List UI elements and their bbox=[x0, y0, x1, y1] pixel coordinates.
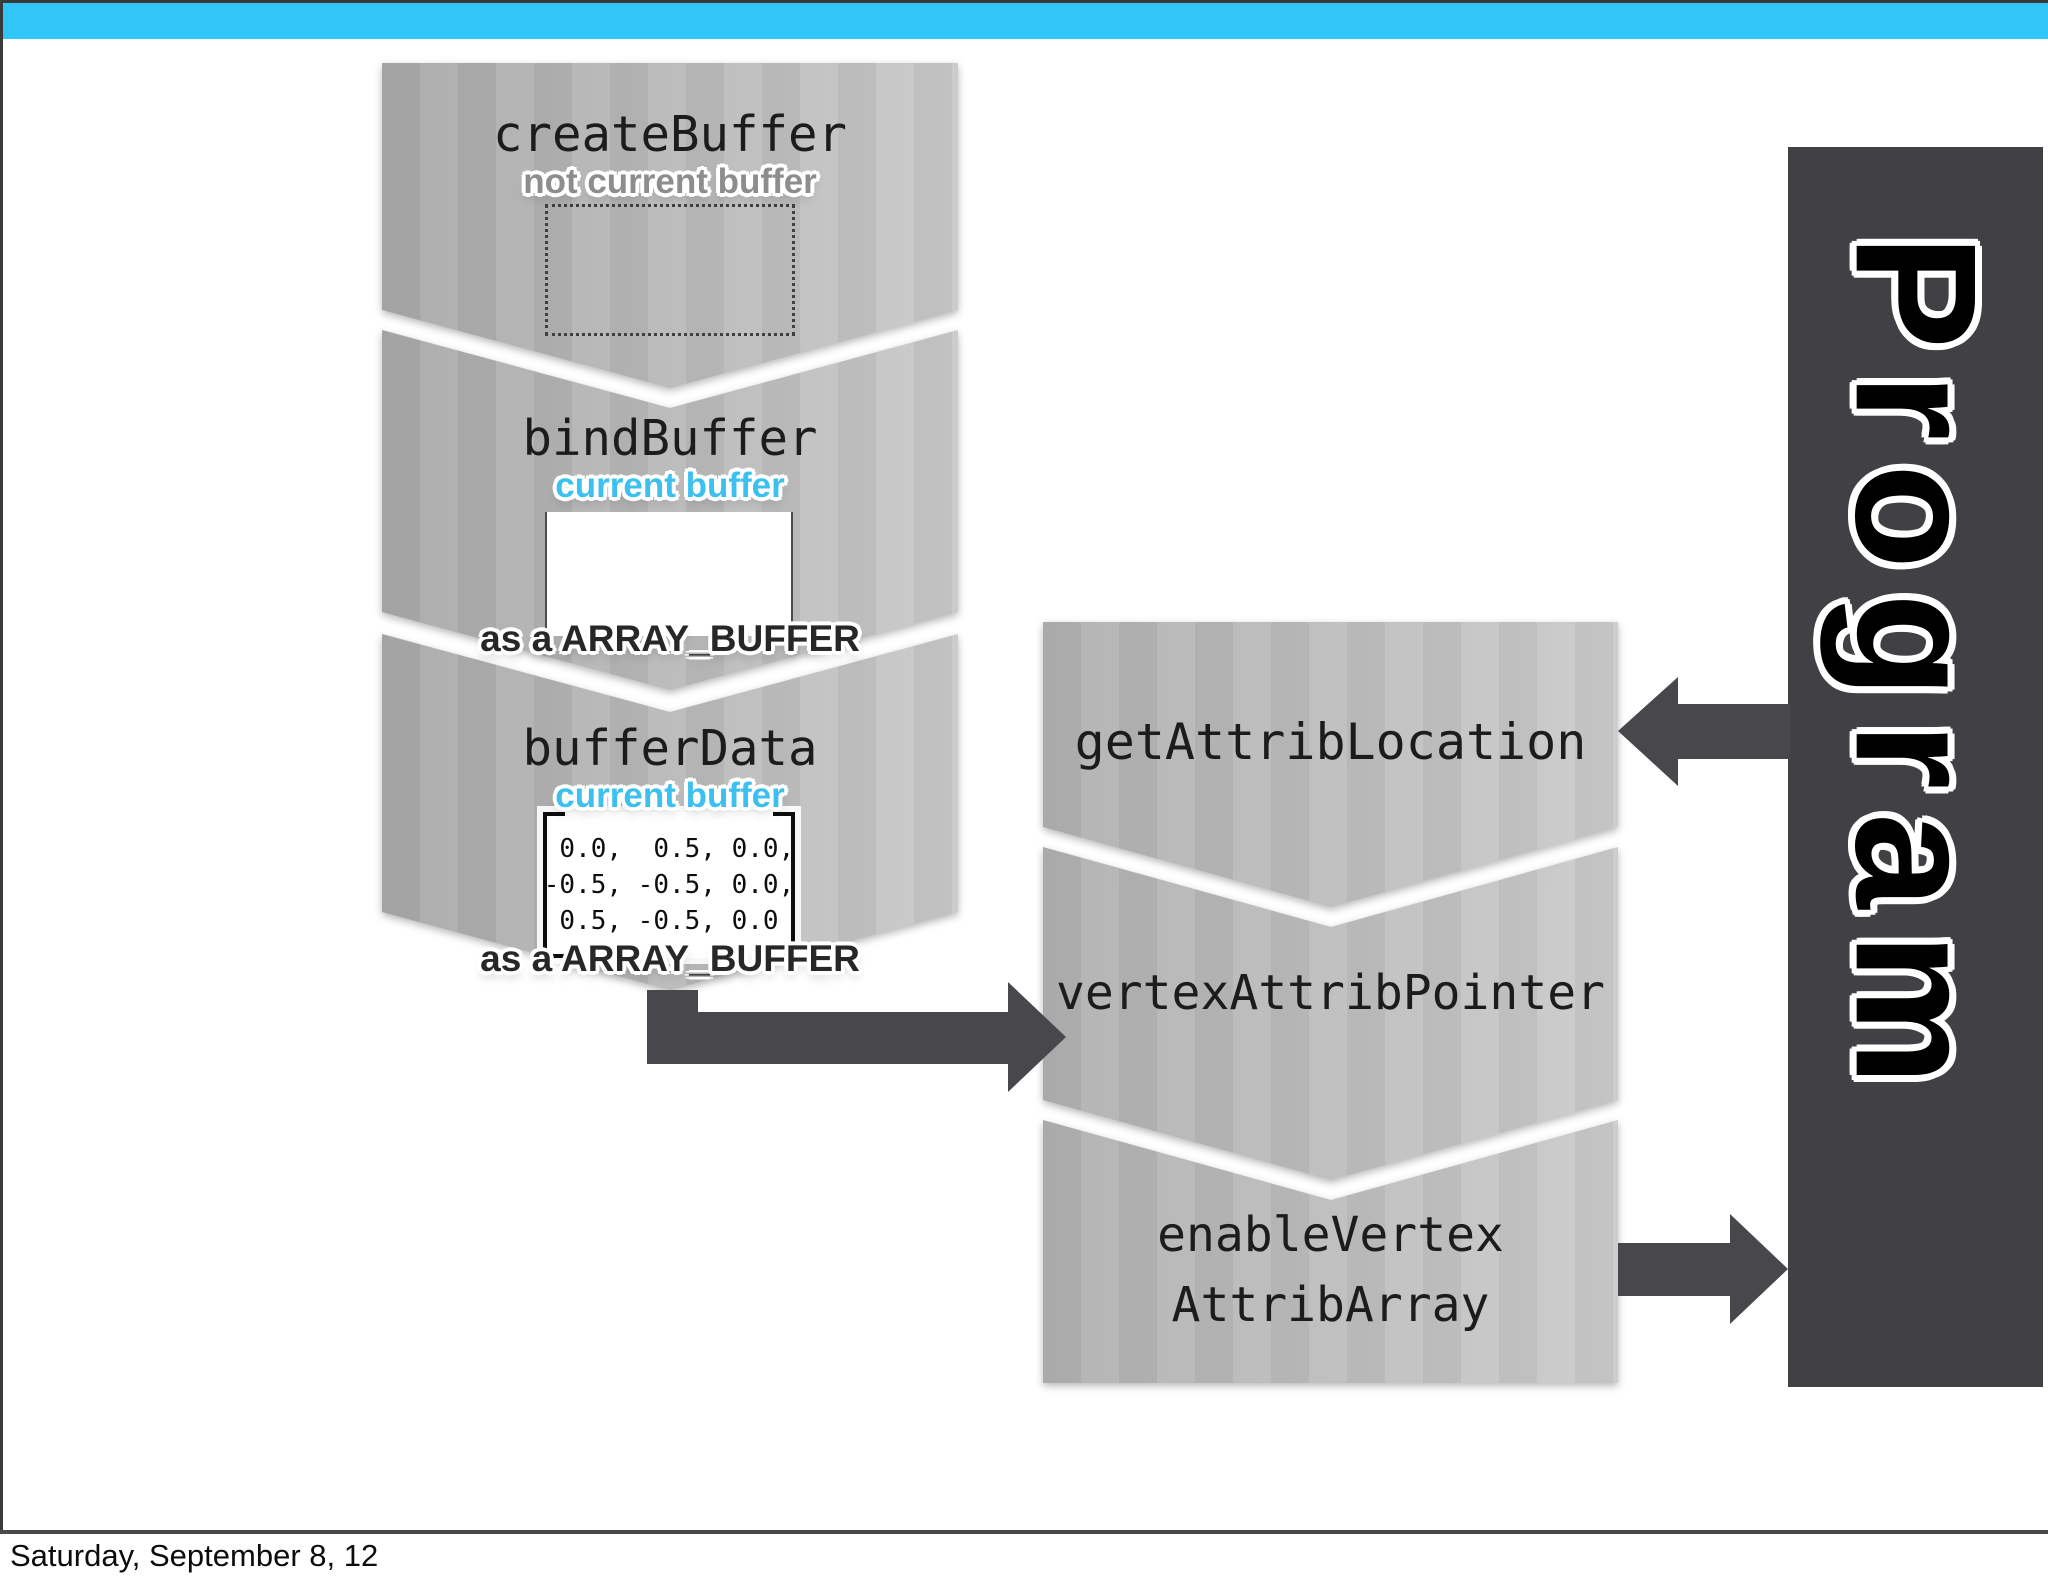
footer-divider bbox=[0, 1530, 2048, 1534]
step-title-createbuffer: createBuffer bbox=[492, 106, 847, 163]
step-title-enablevertex-line1: enableVertex bbox=[1157, 1207, 1504, 1263]
program-bar: Program bbox=[1788, 147, 2043, 1387]
slide-border-left bbox=[0, 0, 3, 1533]
step-title-vertexattribpointer: vertexAttribPointer bbox=[1055, 965, 1606, 1021]
arrow-enablevertexattribarray-to-program-icon bbox=[1618, 1214, 1788, 1324]
empty-buffer-box bbox=[545, 204, 795, 336]
matrix-rows: 0.0, 0.5, 0.0, -0.5, -0.5, 0.0, 0.5, -0.… bbox=[544, 812, 794, 958]
matrix-row: 0.0, 0.5, 0.0, bbox=[543, 834, 795, 864]
step-note-createbuffer: not current buffer bbox=[523, 162, 817, 201]
step-title-bufferdata: bufferData bbox=[522, 720, 818, 777]
step-title-getattriblocation: getAttribLocation bbox=[1074, 713, 1587, 771]
chevron-enablevertexattribarray bbox=[1043, 1120, 1618, 1383]
step-title-enablevertex-line2: AttribArray bbox=[1171, 1277, 1490, 1333]
binding-label-bindbuffer: as a ARRAY_BUFFER bbox=[480, 618, 860, 659]
matrix-row: 0.5, -0.5, 0.0 bbox=[543, 906, 779, 936]
step-note-bindbuffer: current buffer bbox=[555, 466, 785, 505]
step-note-bufferdata: current buffer bbox=[555, 776, 785, 815]
slide-accent-bar bbox=[3, 3, 2048, 39]
slide-border-top bbox=[0, 0, 2048, 3]
buffer-data-matrix: 0.0, 0.5, 0.0, -0.5, -0.5, 0.0, 0.5, -0.… bbox=[543, 812, 795, 958]
arrow-bufferdata-to-vertexattribpointer-icon bbox=[647, 982, 1066, 1092]
step-title-bindbuffer: bindBuffer bbox=[522, 410, 818, 467]
bound-buffer-box bbox=[545, 512, 793, 636]
chevron-vertexattribpointer bbox=[1043, 847, 1618, 1180]
chevron-getattriblocation bbox=[1043, 622, 1618, 907]
binding-label-bufferdata: as a ARRAY_BUFFER bbox=[480, 938, 860, 979]
footer-date: Saturday, September 8, 12 bbox=[10, 1538, 379, 1573]
arrow-program-to-getattriblocation-icon bbox=[1618, 677, 1790, 786]
